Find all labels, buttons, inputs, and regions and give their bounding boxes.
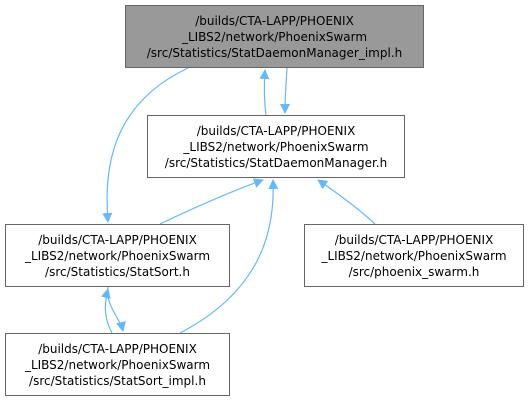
edge-stat-daemon-manager-impl-to-stat-daemon-manager (280, 67, 291, 114)
edge-stat-sort-impl-to-stat-sort (100, 288, 113, 334)
edge-stat-daemon-manager-to-stat-daemon-manager-impl (259, 69, 270, 116)
node-label: /builds/CTA-LAPP/PHOENIX _LIBS2/network/… (146, 13, 403, 60)
node-stat-sort[interactable]: /builds/CTA-LAPP/PHOENIX _LIBS2/network/… (5, 224, 230, 287)
node-label: /builds/CTA-LAPP/PHOENIX _LIBS2/network/… (24, 341, 211, 388)
node-label: /builds/CTA-LAPP/PHOENIX _LIBS2/network/… (164, 123, 388, 170)
node-stat-daemon-manager-impl[interactable]: /builds/CTA-LAPP/PHOENIX _LIBS2/network/… (125, 5, 424, 68)
edge-phoenix-swarm-to-stat-daemon-manager (317, 179, 376, 225)
node-label: /builds/CTA-LAPP/PHOENIX _LIBS2/network/… (24, 232, 211, 279)
edge-stat-sort-to-stat-daemon-manager (159, 178, 264, 225)
node-stat-sort-impl[interactable]: /builds/CTA-LAPP/PHOENIX _LIBS2/network/… (5, 333, 230, 396)
node-stat-daemon-manager[interactable]: /builds/CTA-LAPP/PHOENIX _LIBS2/network/… (147, 115, 405, 178)
node-label: /builds/CTA-LAPP/PHOENIX _LIBS2/network/… (321, 232, 507, 279)
edge-stat-sort-to-stat-sort-impl (107, 286, 126, 332)
node-phoenix-swarm[interactable]: /builds/CTA-LAPP/PHOENIX _LIBS2/network/… (304, 224, 524, 287)
edge-stat-sort-impl-to-stat-daemon-manager (179, 179, 279, 334)
edge-stat-daemon-manager-impl-to-stat-sort (102, 67, 189, 223)
